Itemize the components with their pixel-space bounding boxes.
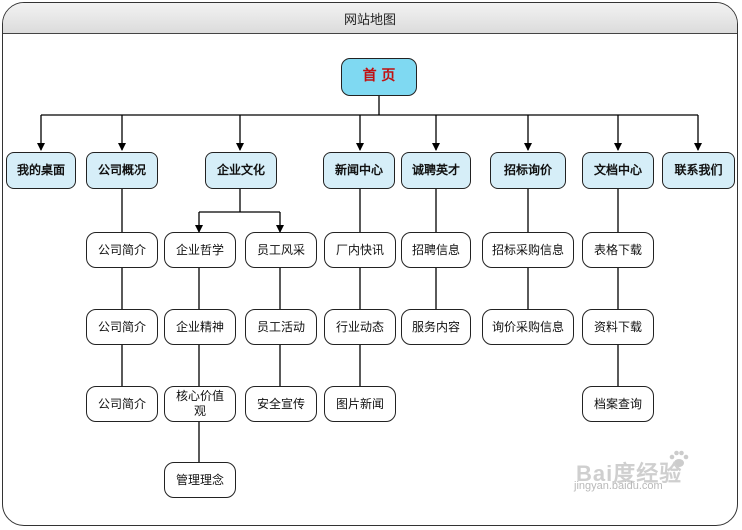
docs-item[interactable]: 档案查询 (582, 386, 654, 422)
overview-item[interactable]: 公司简介 (86, 232, 158, 268)
category-desktop[interactable]: 我的桌面 (6, 152, 76, 189)
bidding-item[interactable]: 询价采购信息 (482, 309, 574, 345)
watermark-logo: Bai度经验 jingyan.baidu.com (568, 450, 718, 496)
category-contact[interactable]: 联系我们 (662, 152, 735, 189)
docs-item[interactable]: 表格下载 (582, 232, 654, 268)
news-item[interactable]: 行业动态 (324, 309, 396, 345)
culture-philosophy-node[interactable]: 企业哲学 (164, 232, 236, 268)
home-node[interactable]: 首 页 (341, 58, 417, 96)
recruit-item[interactable]: 服务内容 (401, 309, 471, 345)
docs-item[interactable]: 资料下载 (582, 309, 654, 345)
window-title: 网站地图 (343, 13, 396, 28)
category-news[interactable]: 新闻中心 (323, 152, 395, 189)
category-docs[interactable]: 文档中心 (582, 152, 654, 189)
bidding-item[interactable]: 招标采购信息 (482, 232, 574, 268)
window-titlebar: 网站地图 (3, 3, 737, 34)
news-item[interactable]: 厂内快讯 (324, 232, 396, 268)
philosophy-item[interactable]: 核心价值观 (164, 386, 236, 422)
category-bidding[interactable]: 招标询价 (490, 152, 566, 189)
category-culture[interactable]: 企业文化 (205, 152, 277, 189)
overview-item[interactable]: 公司简介 (86, 309, 158, 345)
watermark-text: Bai度经验 (576, 461, 683, 486)
staff-item[interactable]: 员工活动 (245, 309, 317, 345)
recruit-item[interactable]: 招聘信息 (401, 232, 471, 268)
watermark-url: jingyan.baidu.com (574, 480, 663, 492)
paw-icon (669, 450, 689, 467)
staff-item[interactable]: 安全宣传 (245, 386, 317, 422)
philosophy-item[interactable]: 管理理念 (164, 462, 236, 498)
category-overview[interactable]: 公司概况 (86, 152, 158, 189)
culture-staff-node[interactable]: 员工风采 (245, 232, 317, 268)
category-recruit[interactable]: 诚聘英才 (401, 152, 471, 189)
philosophy-item[interactable]: 企业精神 (164, 309, 236, 345)
news-item[interactable]: 图片新闻 (324, 386, 396, 422)
overview-item[interactable]: 公司简介 (86, 386, 158, 422)
